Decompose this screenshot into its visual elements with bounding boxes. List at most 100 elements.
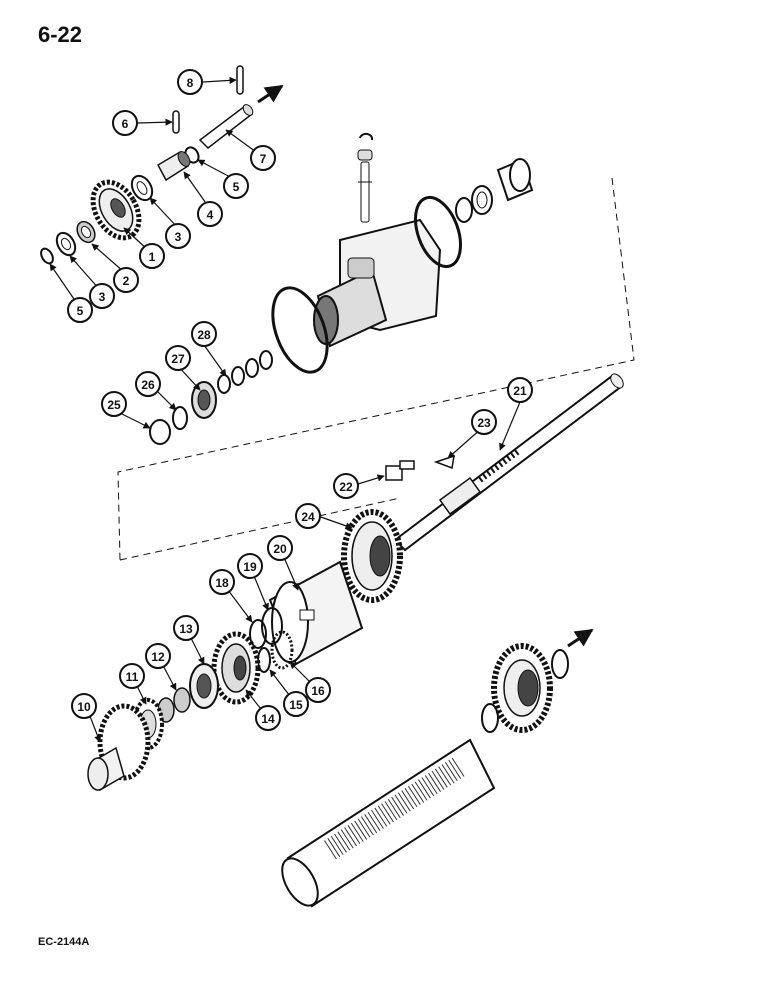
callout-5: 5: [67, 297, 93, 323]
callout-number: 14: [261, 712, 275, 726]
callout-number: 16: [311, 684, 325, 698]
shaft-21: [393, 373, 624, 552]
callout-number: 15: [289, 698, 303, 712]
spring-19: [261, 607, 283, 645]
callout-number: 7: [260, 152, 267, 166]
callout-number: 3: [99, 290, 106, 304]
snap-ring-26: [172, 406, 188, 430]
direction-arrow-lower: [567, 628, 594, 648]
callout-1: 1: [139, 243, 165, 269]
callout-number: 23: [477, 416, 491, 430]
washer-28-a: [259, 350, 273, 370]
callout-number: 5: [77, 304, 84, 318]
direction-arrow-upper: [257, 84, 284, 104]
callout-number: 21: [513, 384, 527, 398]
callout-number: 1: [149, 250, 156, 264]
callout-20: 20: [267, 535, 293, 561]
washer-25: [149, 419, 171, 445]
washer-15: [257, 647, 271, 673]
callout-13: 13: [173, 615, 199, 641]
callout-12: 12: [145, 643, 171, 669]
snap-ring-lower-left: [481, 703, 499, 733]
callout-15: 15: [283, 691, 309, 717]
callout-number: 26: [141, 378, 155, 392]
gear-10: [87, 703, 151, 792]
callout-25: 25: [101, 391, 127, 417]
page-number: 6-22: [38, 22, 83, 47]
gear-14: [211, 631, 261, 705]
gear-1: [90, 179, 142, 241]
callout-circle: [113, 267, 139, 293]
callout-circle: [209, 569, 235, 595]
bushing-housing: [496, 158, 534, 202]
clutch-drum-20: [268, 560, 364, 666]
callout-23: 23: [471, 409, 497, 435]
o-ring-housing-left: [271, 286, 329, 374]
callout-number: 13: [179, 622, 193, 636]
callout-circle: [237, 553, 263, 579]
spacer-4: [157, 150, 191, 182]
callout-circle: [255, 705, 281, 731]
bearing-12: [157, 687, 191, 723]
callout-3: 3: [165, 223, 191, 249]
callout-4: 4: [197, 201, 223, 227]
callout-5: 5: [223, 173, 249, 199]
callout-22: 22: [333, 473, 359, 499]
o-ring-housing-right: [414, 195, 462, 269]
bearing-13: [189, 663, 219, 709]
callout-number: 19: [243, 560, 257, 574]
callout-number: 4: [207, 208, 214, 222]
callout-circle: [119, 663, 145, 689]
callout-7: 7: [250, 145, 276, 171]
callout-circle: [191, 321, 217, 347]
bearing-2: [76, 220, 96, 244]
callout-circle: [507, 377, 533, 403]
callout-circle: [165, 345, 191, 371]
callout-26: 26: [135, 371, 161, 397]
callout-circle: [333, 473, 359, 499]
callout-circle: [283, 691, 309, 717]
roll-pin-6: [172, 110, 180, 134]
bolt-22: [385, 460, 415, 481]
gear-24: [341, 509, 403, 603]
callout-8: 8: [177, 69, 203, 95]
callout-number: 28: [197, 328, 211, 342]
callout-circle: [101, 391, 127, 417]
dashed-assembly-outline: [117, 177, 635, 561]
figure-code: EC-2144A: [38, 936, 90, 948]
ring-18: [249, 619, 267, 649]
callout-number: 12: [151, 650, 165, 664]
callout-circle: [177, 69, 203, 95]
callout-circle: [135, 371, 161, 397]
washer-housing-1: [455, 197, 473, 223]
shaft-7: [198, 104, 254, 149]
callout-circle: [71, 693, 97, 719]
callout-circle: [223, 173, 249, 199]
washer-housing-2: [471, 185, 493, 215]
callout-circle: [145, 643, 171, 669]
callout-circle: [250, 145, 276, 171]
washer-3-lower: [55, 231, 77, 257]
callout-layer: 1233455678101112131415161819202122232425…: [67, 69, 533, 731]
callout-number: 3: [175, 230, 182, 244]
callout-circle: [305, 677, 331, 703]
washer-28-d: [217, 374, 231, 394]
callout-circle: [295, 503, 321, 529]
roll-pin-8: [236, 65, 244, 95]
key-23: [433, 454, 455, 470]
callout-number: 18: [215, 576, 229, 590]
housing: [313, 218, 442, 348]
callout-16: 16: [305, 677, 331, 703]
spring-16: [270, 630, 294, 670]
callout-24: 24: [295, 503, 321, 529]
callout-circle: [165, 223, 191, 249]
snap-ring-5-lower: [40, 247, 54, 265]
callout-number: 5: [233, 180, 240, 194]
callout-number: 8: [187, 76, 194, 90]
callout-circle: [112, 110, 138, 136]
callout-circle: [197, 201, 223, 227]
callout-circle: [89, 283, 115, 309]
washer-3-upper: [130, 174, 154, 202]
callout-number: 22: [339, 480, 353, 494]
